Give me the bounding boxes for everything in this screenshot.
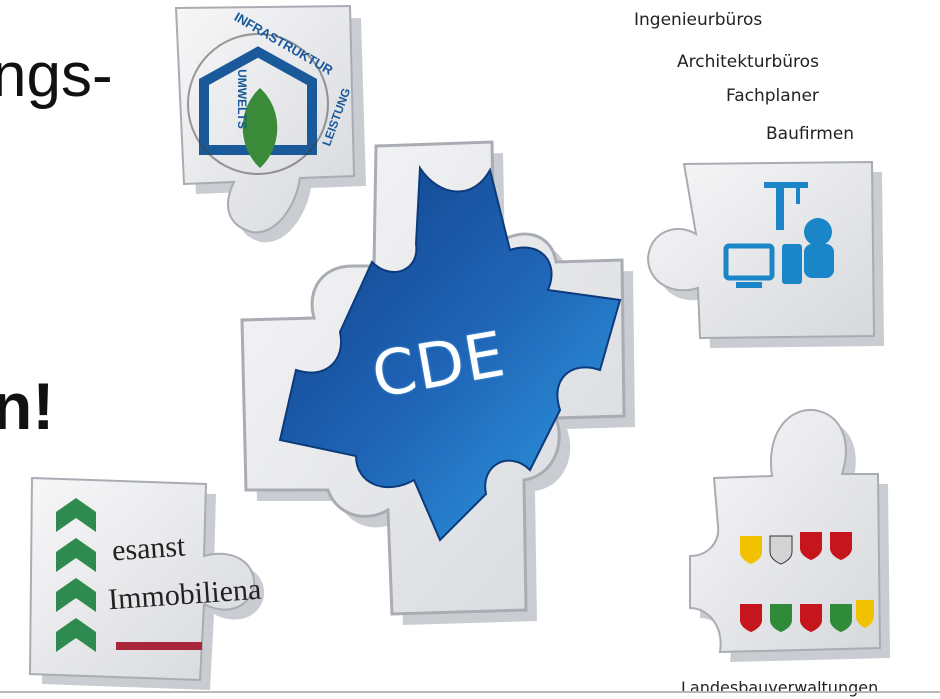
cde-puzzle-piece bbox=[278, 164, 622, 542]
label-landesbauverwaltungen: Landesbauverwaltungen bbox=[681, 678, 879, 697]
bottom-divider bbox=[0, 691, 940, 693]
construction-puzzle-piece bbox=[646, 160, 884, 348]
leaf-icon bbox=[242, 88, 278, 168]
state-coats-of-arms bbox=[740, 532, 874, 632]
bima-puzzle-piece bbox=[28, 476, 265, 690]
label-fachplaner: Fachplaner bbox=[726, 86, 819, 106]
infrastructure-puzzle-piece bbox=[174, 4, 366, 243]
left-emphasis-fragment: n! bbox=[0, 369, 55, 443]
bima-text-line1: esanst bbox=[110, 529, 187, 568]
infra-ring-left-text: UMWELTS bbox=[234, 69, 249, 129]
label-baufirmen: Baufirmen bbox=[766, 124, 855, 144]
states-puzzle-piece bbox=[689, 408, 890, 662]
label-ingenieurbueros: Ingenieurbüros bbox=[634, 10, 763, 30]
label-architekturbueros: Architekturbüros bbox=[677, 52, 819, 72]
left-heading-fragment: ngs- bbox=[0, 41, 113, 110]
